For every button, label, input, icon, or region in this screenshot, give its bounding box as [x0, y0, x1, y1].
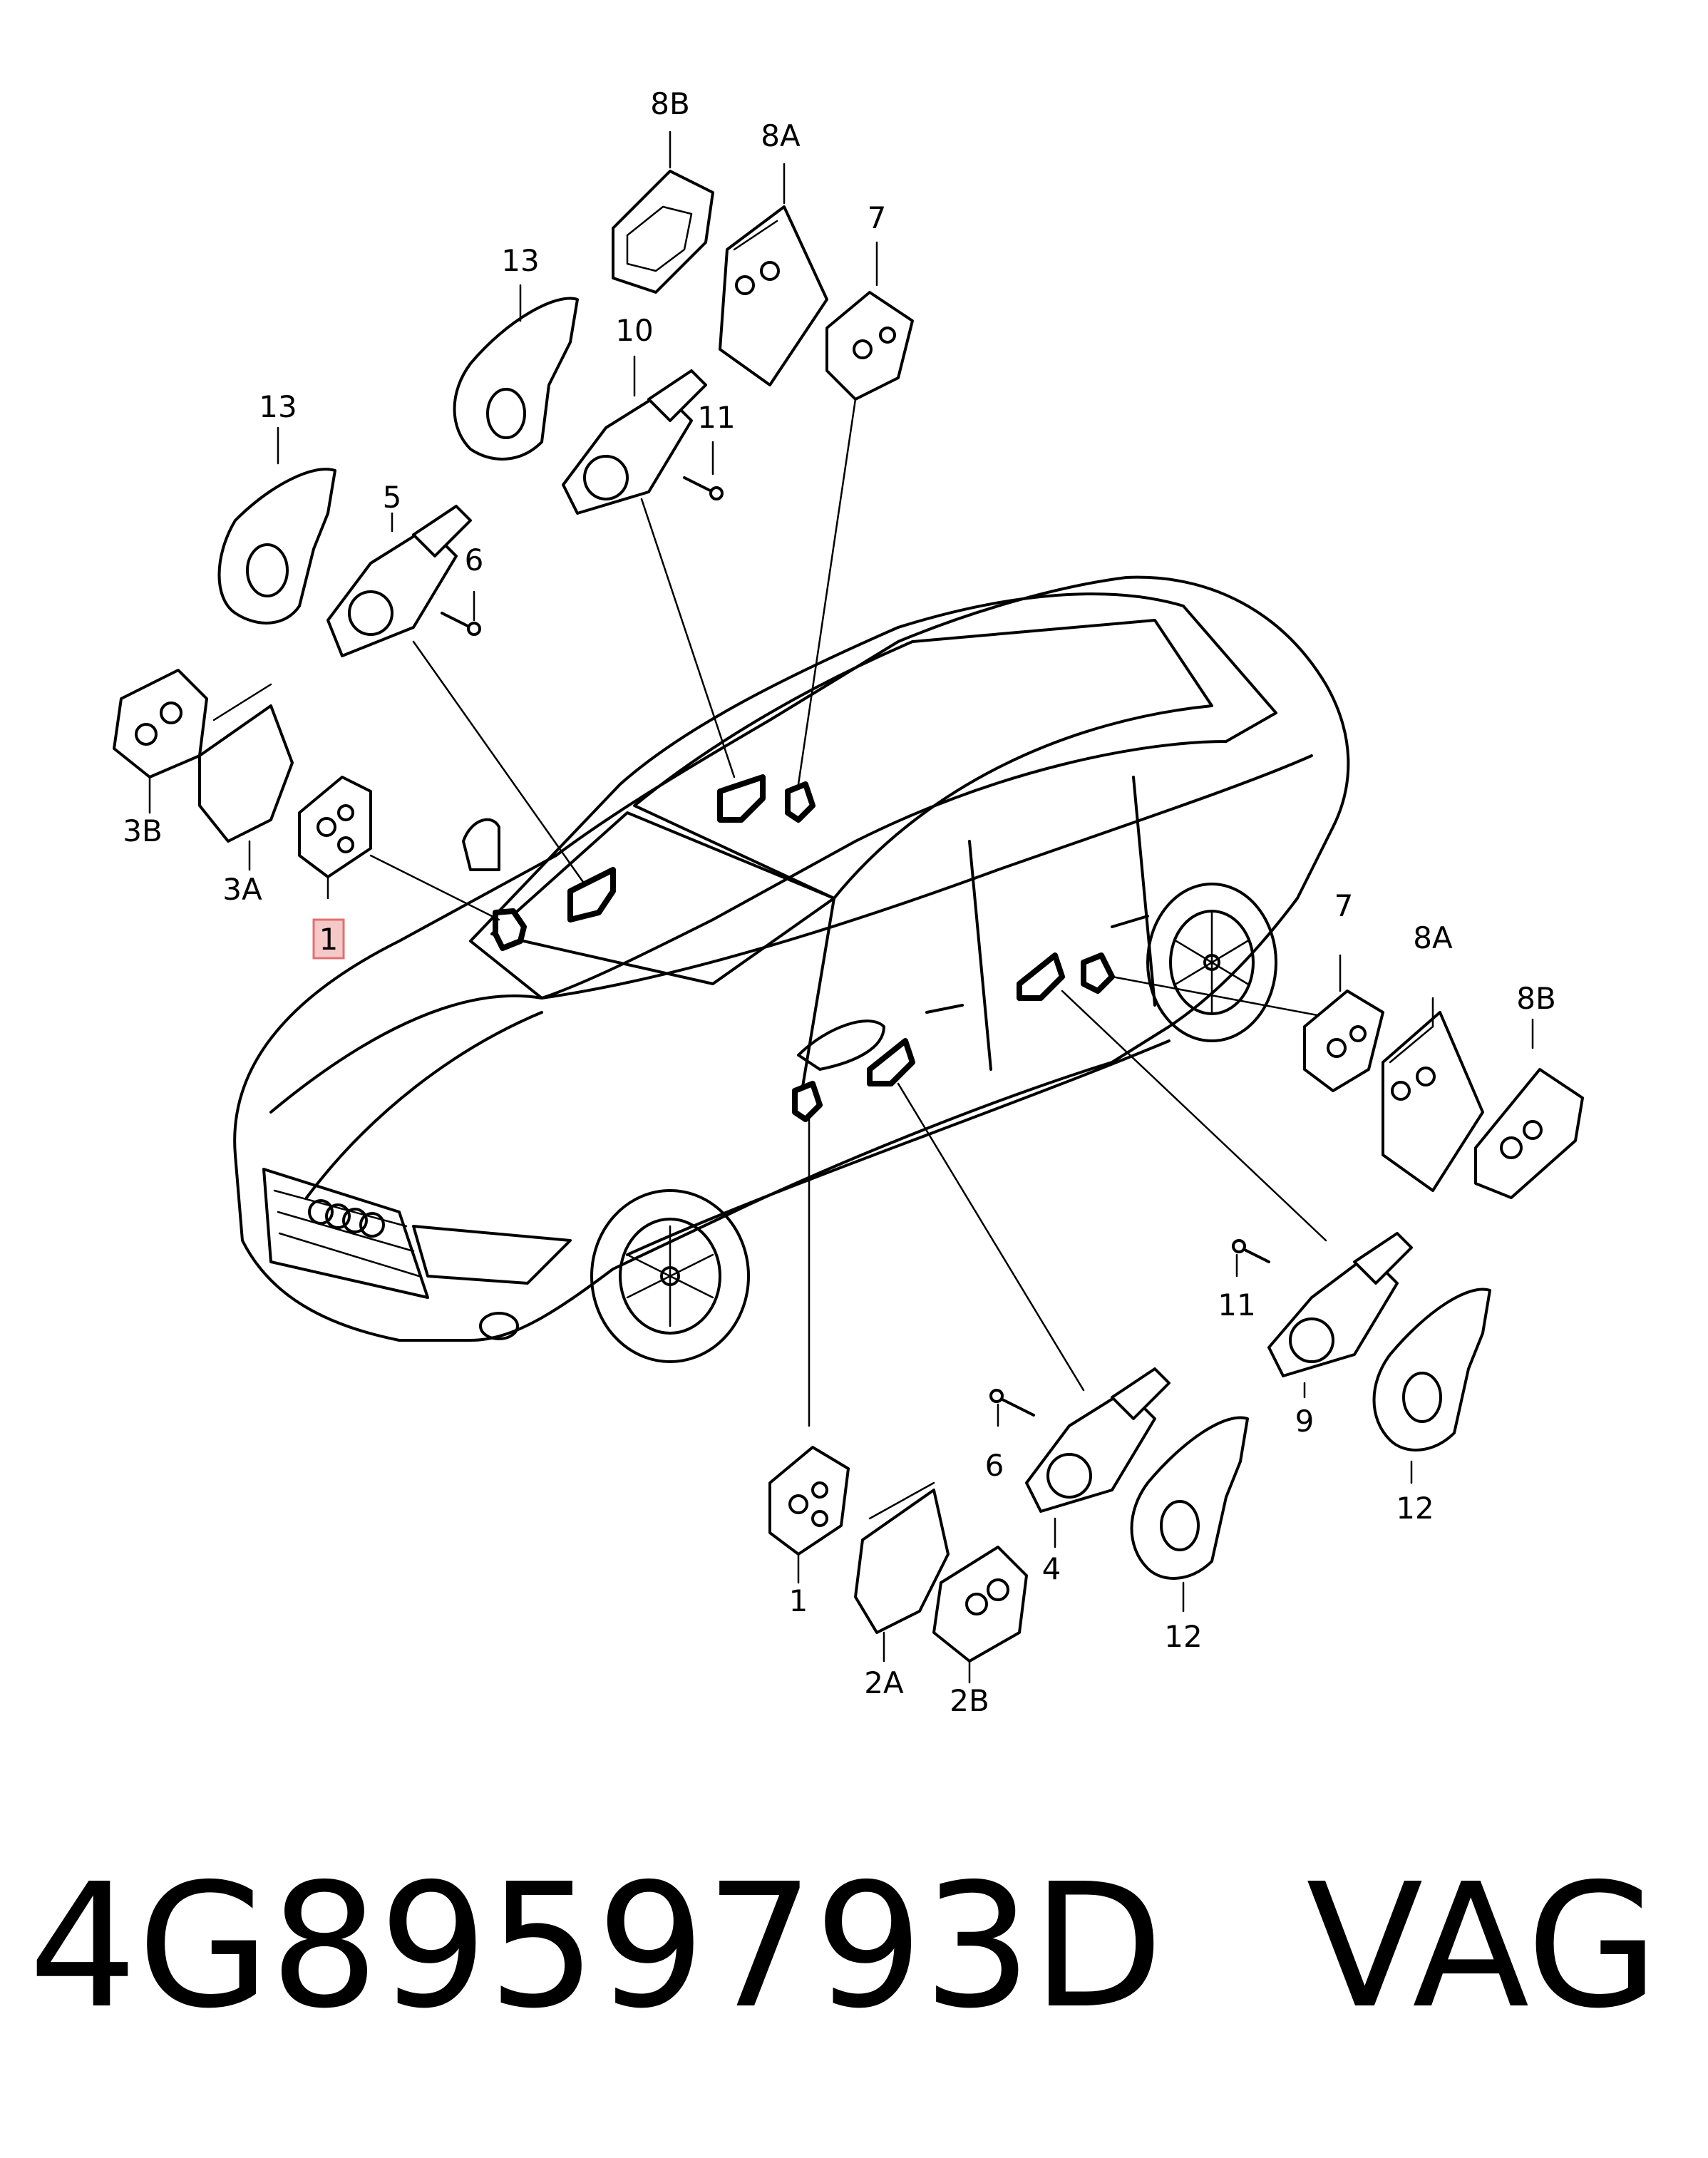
part-1-switch-bottom [768, 1446, 850, 1556]
part-13-housing-top [453, 297, 579, 461]
callout-2a: 2A [864, 1665, 904, 1700]
callout-ticks [148, 130, 1534, 1684]
location-front-left-lower [493, 908, 527, 951]
location-front-right-a [867, 1038, 915, 1086]
part-4-motor-cap [1111, 1367, 1171, 1420]
part-12-housing-right [1372, 1288, 1491, 1451]
brand-name: VAG [1306, 1846, 1660, 2046]
part-2a-cover [854, 1489, 950, 1634]
callout-4: 4 [1042, 1551, 1061, 1586]
callout-13-left: 13 [259, 389, 297, 424]
callout-6-bottom: 6 [985, 1448, 1004, 1483]
location-rear-left-a [717, 774, 766, 823]
car-illustration [233, 575, 1350, 1363]
part-8a-cover-right [1382, 1011, 1484, 1192]
location-front-left-upper [567, 867, 616, 923]
callout-2b: 2B [950, 1683, 989, 1718]
callout-8a-right: 8A [1413, 920, 1453, 955]
part-7-switch-right [1303, 990, 1384, 1092]
location-rear-right-b [1081, 952, 1115, 994]
callout-11-right: 11 [1218, 1288, 1255, 1322]
part-11-screw-top [683, 476, 714, 493]
callout-3a: 3A [222, 872, 262, 907]
leader-lines [369, 398, 1342, 1427]
callout-5: 5 [383, 480, 402, 515]
part-6-screw-top [441, 612, 472, 629]
part-8b-frame-top [612, 170, 714, 294]
part-number: 4G8959793D [29, 1846, 1164, 2046]
callout-8a-top: 8A [761, 118, 801, 153]
location-rear-right-a [1017, 952, 1065, 1001]
location-rear-left-b [785, 781, 816, 823]
callout-1-bottom: 1 [789, 1583, 808, 1618]
part-13-housing-left [217, 468, 336, 625]
part-8b-frame-right [1474, 1068, 1584, 1199]
callout-12-right: 12 [1396, 1491, 1434, 1526]
callout-8b-right: 8B [1516, 981, 1556, 1016]
callout-6-top: 6 [465, 543, 484, 577]
location-front-right-b [792, 1081, 823, 1122]
callout-10: 10 [615, 313, 653, 348]
part-8a-cover-top [719, 205, 828, 386]
part-10-motor [562, 369, 707, 515]
part-11-screw-right [1239, 1246, 1270, 1263]
callout-3b: 3B [123, 813, 163, 848]
callout-13-top: 13 [501, 243, 539, 278]
car-switch-locations [493, 774, 1115, 1122]
callout-9: 9 [1295, 1404, 1315, 1439]
callout-11-top: 11 [697, 400, 735, 435]
part-3b-switch [113, 669, 208, 779]
callout-12-bottom: 12 [1164, 1619, 1202, 1654]
callout-8b-top: 8B [650, 86, 690, 121]
part-12-housing-bottom [1130, 1416, 1249, 1580]
callout-7-top: 7 [868, 200, 887, 235]
part-6-screw-bottom [997, 1396, 1035, 1417]
part-9-motor [1267, 1232, 1413, 1377]
part-5-motor [326, 505, 472, 657]
callout-1-top: 1 [319, 922, 339, 957]
callout-7-right: 7 [1334, 888, 1354, 923]
part-3a-cover [198, 704, 294, 843]
callout-1-highlight [312, 918, 345, 960]
part-2b-switch [932, 1546, 1028, 1663]
part-4-motor [1025, 1367, 1171, 1513]
